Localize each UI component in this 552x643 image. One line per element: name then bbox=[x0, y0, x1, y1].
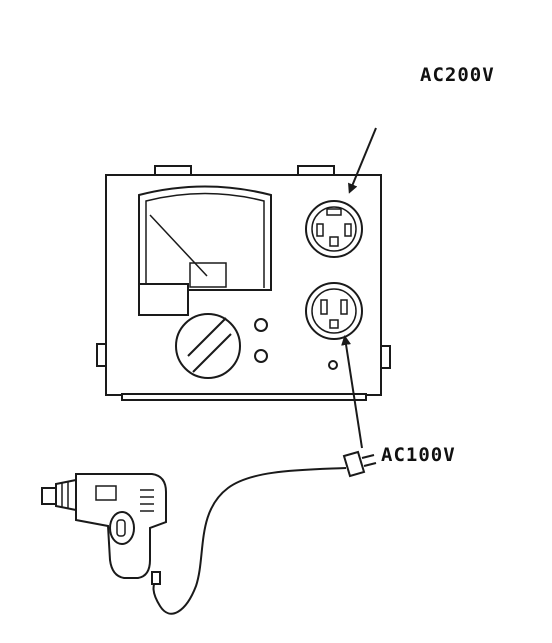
outlet-200v bbox=[305, 200, 363, 258]
meter-needle bbox=[149, 214, 208, 277]
meter-pivot-box bbox=[189, 262, 227, 288]
arrow-to-200v-outlet bbox=[348, 127, 377, 194]
drill-trigger bbox=[116, 519, 126, 537]
power-plug bbox=[342, 450, 377, 478]
label-ac200v: AC200V bbox=[420, 64, 495, 86]
ground-screw bbox=[328, 360, 338, 370]
drill-bit-tip bbox=[41, 487, 57, 505]
meter-inner-frame bbox=[145, 192, 265, 288]
transformer-unit bbox=[96, 165, 391, 401]
power-cord bbox=[152, 467, 347, 615]
voltage-knob bbox=[175, 313, 241, 379]
drill-trigger-guard bbox=[109, 511, 135, 545]
electric-drill bbox=[41, 473, 167, 585]
label-ac100v: AC100V bbox=[381, 444, 456, 466]
drill-cord-boot bbox=[151, 571, 161, 585]
power-switch bbox=[138, 283, 189, 316]
meter-window bbox=[138, 185, 272, 291]
indicator-lamp-top bbox=[254, 318, 268, 332]
arrow-to-100v-outlet bbox=[341, 335, 363, 449]
base-lip bbox=[121, 393, 367, 401]
drill-label-window bbox=[95, 485, 117, 501]
outlet-100v bbox=[305, 282, 363, 340]
indicator-lamp-bottom bbox=[254, 349, 268, 363]
drill-chuck bbox=[55, 478, 77, 512]
